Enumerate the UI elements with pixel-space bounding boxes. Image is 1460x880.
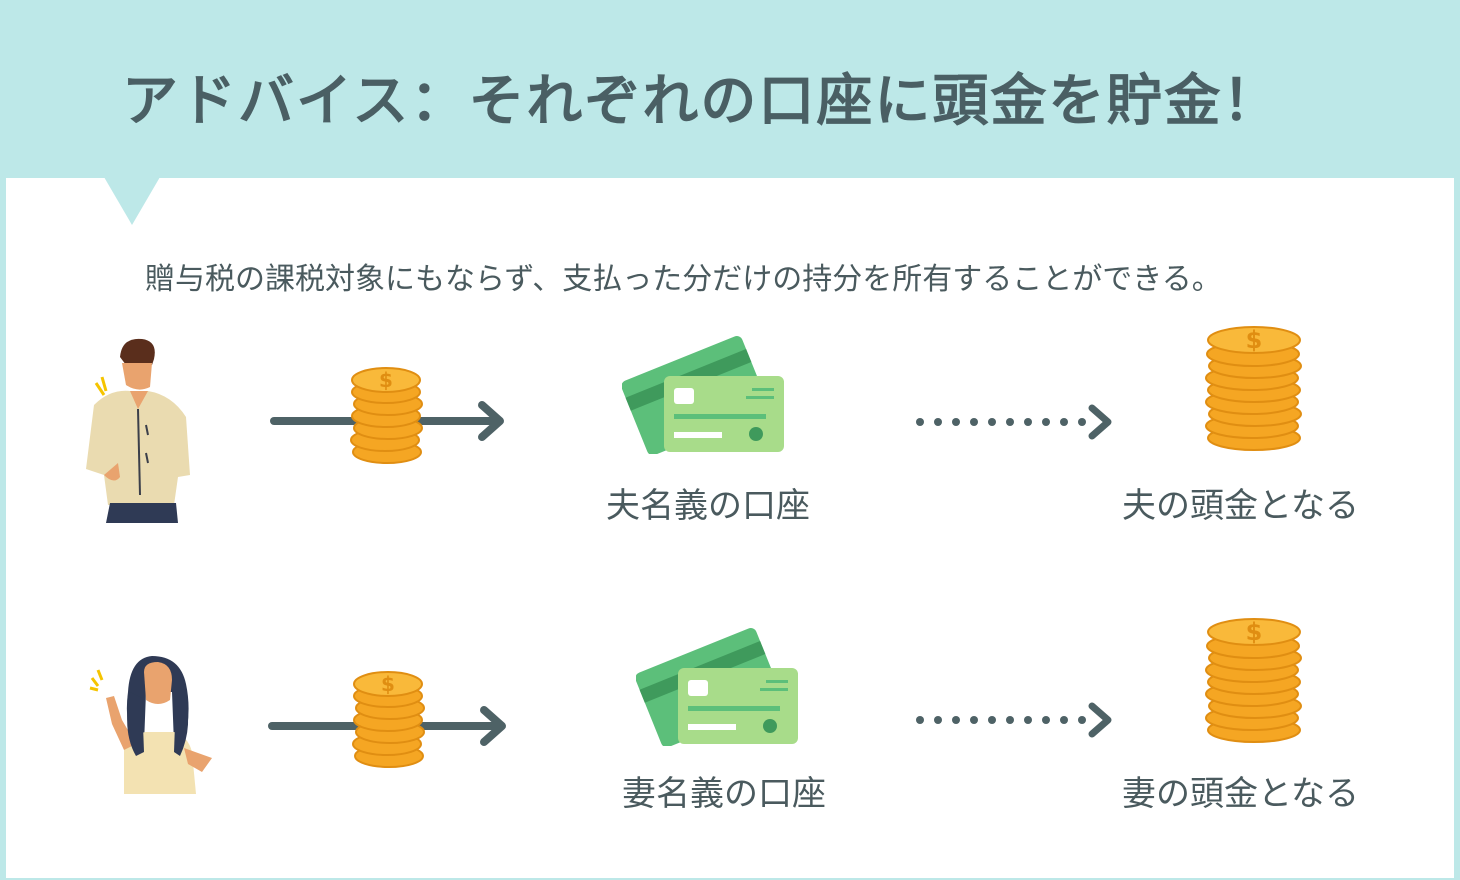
- dotted-arrow-icon: [916, 404, 1112, 440]
- man-icon: [86, 338, 190, 523]
- page-title: アドバイス：それぞれの口座に頭金を貯金！: [122, 69, 1281, 134]
- speech-pointer: [104, 177, 160, 225]
- account-label-husband: 夫名義の口座: [606, 486, 810, 526]
- result-label-wife: 妻の頭金となる: [1122, 774, 1359, 814]
- dotted-arrow-icon: [916, 702, 1112, 738]
- svg-text:$: $: [1246, 326, 1263, 354]
- result-label-husband: 夫の頭金となる: [1122, 486, 1359, 526]
- coin-pile-icon: $: [1205, 618, 1302, 743]
- woman-icon: [89, 656, 212, 794]
- svg-text:$: $: [381, 672, 395, 696]
- svg-text:$: $: [379, 368, 393, 392]
- coin-stack-icon: $: [352, 671, 425, 768]
- svg-text:$: $: [1246, 618, 1263, 646]
- bank-card-icon: [636, 628, 798, 746]
- bank-card-icon: [622, 336, 784, 454]
- account-label-wife: 妻名義の口座: [622, 774, 826, 814]
- subtitle: 贈与税の課税対象にもならず、支払った分だけの持分を所有することができる。: [145, 262, 1222, 297]
- coin-pile-icon: $: [1205, 326, 1302, 451]
- content-panel: [6, 178, 1454, 878]
- coin-stack-icon: $: [350, 367, 423, 464]
